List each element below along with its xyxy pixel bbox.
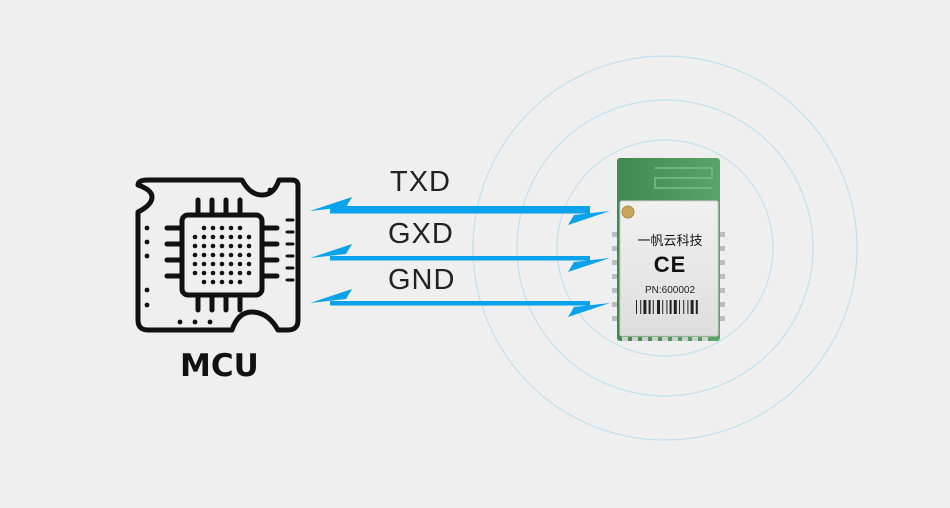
- arrow-gnd: [310, 289, 610, 317]
- signal-label-gnd: GND: [388, 264, 456, 296]
- mcu-dot-grid: [192, 225, 252, 285]
- module-part-number: PN:600002: [644, 285, 696, 296]
- mcu-board-dots: [144, 187, 273, 325]
- signal-label-txd: TXD: [390, 166, 451, 198]
- arrow-gxd: [310, 244, 610, 272]
- ring-outer: [472, 55, 858, 441]
- wireless-rings: [472, 55, 858, 441]
- mcu-chip-icon: [135, 177, 301, 333]
- module-brand-text: 一帆云科技: [637, 234, 703, 249]
- mcu-label: MCU: [180, 348, 259, 384]
- ring-middle: [516, 99, 814, 397]
- module-ce-mark: CE: [653, 252, 687, 277]
- ring-inner: [556, 139, 774, 357]
- wireless-module: [612, 158, 725, 341]
- arrow-txd: [310, 197, 610, 225]
- module-fiducial: [621, 205, 635, 219]
- module-barcode: [636, 300, 698, 314]
- signal-arrows: [310, 197, 610, 317]
- signal-label-gxd: GXD: [388, 218, 454, 250]
